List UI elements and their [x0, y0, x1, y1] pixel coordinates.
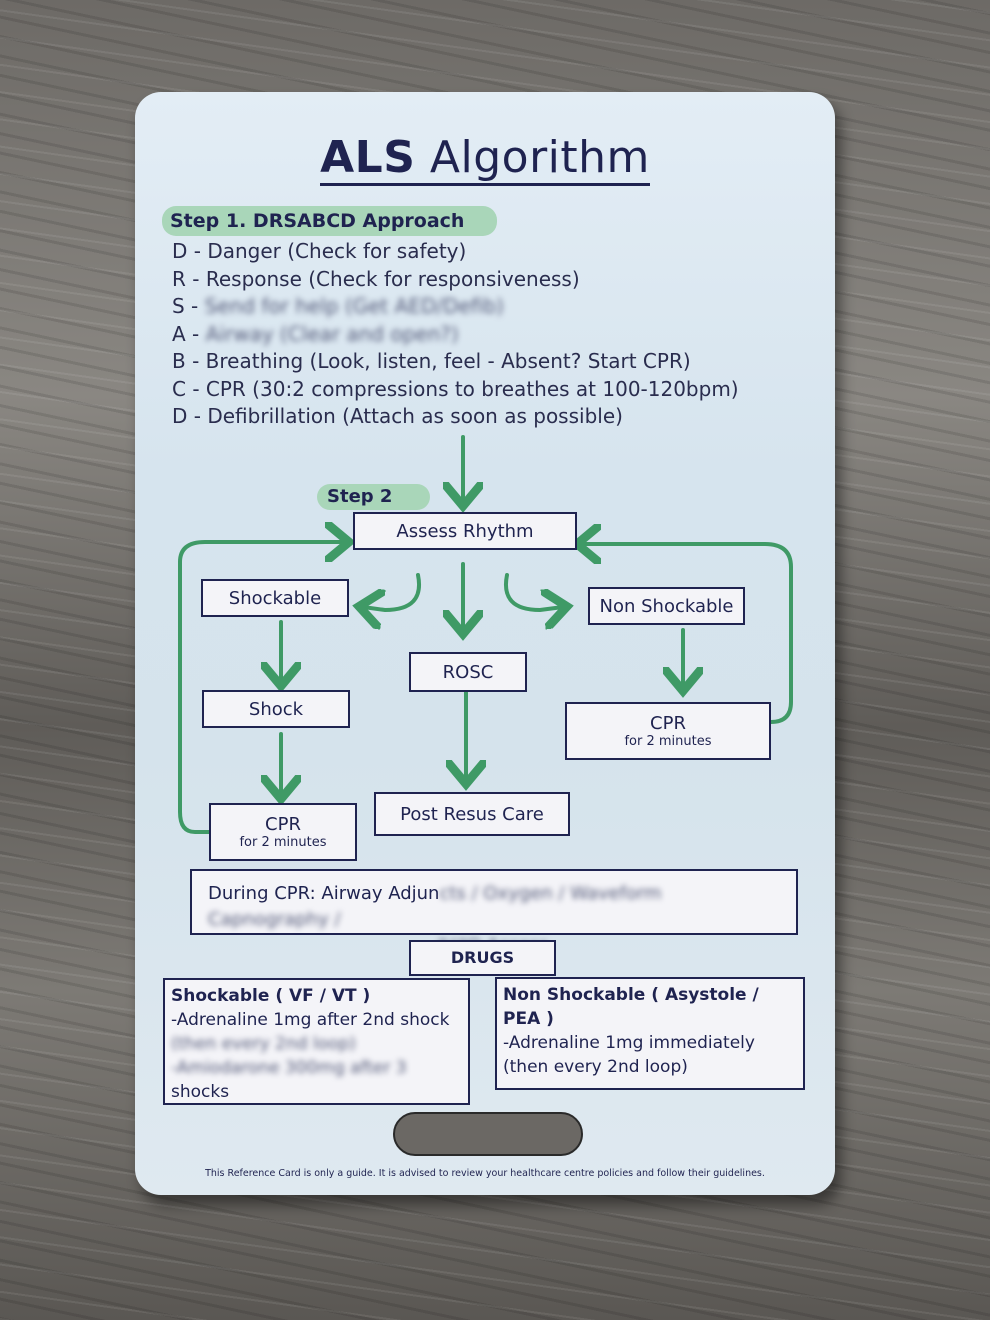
disclaimer-footer: This Reference Card is only a guide. It …: [205, 1168, 765, 1179]
step-line-cpr: C - CPR (30:2 compressions to breathes a…: [172, 376, 739, 401]
step-line-defib: D - Defibrillation (Attach as soon as po…: [172, 404, 623, 428]
lanyard-slot: [393, 1112, 583, 1156]
arrow-to-shockable: [363, 573, 421, 610]
step-line-airway: A - Airway (Clear and open?): [172, 321, 459, 346]
card-title: ALS Algorithm: [135, 132, 835, 186]
non-shockable-box: Non Shockable: [588, 587, 745, 625]
drsabcd-list: D - Danger (Check for safety) R - Respon…: [172, 238, 739, 431]
assess-rhythm-box: Assess Rhythm: [353, 512, 577, 550]
flow-arrows: [178, 435, 793, 834]
step2-label: Step 2: [317, 484, 430, 510]
step-line-breathing: B - Breathing (Look, listen, feel - Abse…: [172, 349, 691, 373]
cpr-right-box: CPR for 2 minutes: [565, 702, 771, 760]
during-cpr-box: During CPR: Airway Adjuncts / Oxygen / W…: [190, 869, 798, 956]
post-resus-box: Post Resus Care: [374, 792, 570, 836]
cpr-left-box: CPR for 2 minutes: [209, 803, 357, 861]
loop-right: [581, 544, 793, 724]
title-bold: ALS: [320, 132, 416, 183]
drugs-heading: DRUGS: [409, 940, 556, 976]
step1-label: Step 1. DRSABCD Approach: [162, 206, 497, 236]
step-line-danger: D - Danger (Check for safety): [172, 239, 467, 263]
step-line-send: S - Send for help (Get AED/Defib): [172, 294, 504, 318]
als-reference-card: ALS Algorithm Step 1. DRSABCD Approach D…: [135, 92, 835, 1195]
step-line-response: R - Response (Check for responsiveness): [172, 266, 580, 291]
shock-box: Shock: [202, 690, 350, 728]
rosc-box: ROSC: [409, 652, 527, 692]
shockable-box: Shockable: [201, 579, 349, 617]
title-rest: Algorithm: [429, 132, 650, 183]
loop-left: [178, 542, 345, 834]
arrow-to-non-shockable: [504, 573, 563, 610]
non-shockable-drugs-box: Non Shockable ( Asystole / PEA ) -Adrena…: [495, 977, 805, 1090]
shockable-drugs-box: Shockable ( VF / VT ) -Adrenaline 1mg af…: [163, 978, 470, 1105]
